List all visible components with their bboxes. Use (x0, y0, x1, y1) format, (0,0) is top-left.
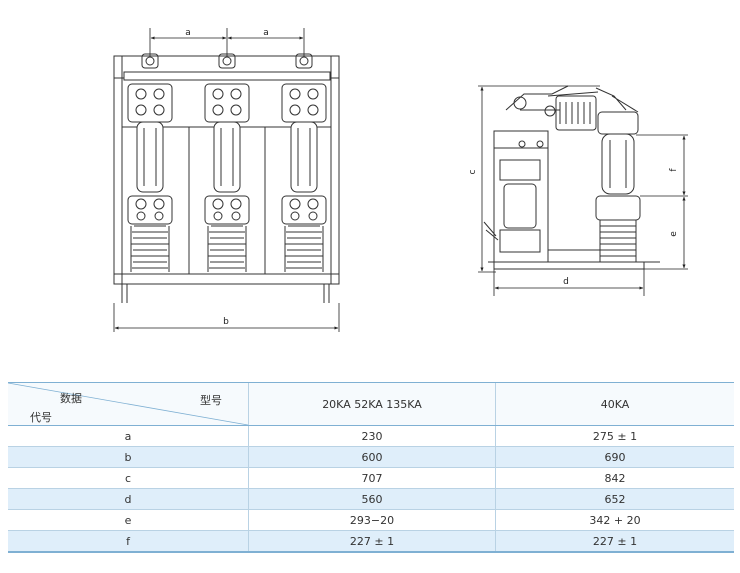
front-dimension-b: b (113, 303, 340, 332)
header-col-20-52-135ka: 20KA 52KA 135KA (248, 382, 496, 426)
header-corner-cell: 数据 代号 型号 (8, 382, 249, 426)
row-value-1: 293−20 (248, 509, 496, 531)
row-code: c (8, 467, 249, 489)
row-code: a (8, 425, 249, 447)
row-value-2: 227 ± 1 (495, 530, 734, 553)
row-code: b (8, 446, 249, 468)
dimension-table: 数据 代号 型号 20KA 52KA 135KA 40KA a 230 275 … (8, 382, 734, 553)
dim-label-a-left: a (185, 28, 191, 38)
table-row: f 227 ± 1 227 ± 1 (8, 530, 734, 553)
side-dimension-d: d (493, 269, 645, 296)
row-value-2: 275 ± 1 (495, 425, 734, 447)
dim-label-a-right: a (263, 28, 269, 38)
technical-drawings: a a b (113, 28, 688, 332)
row-value-1: 707 (248, 467, 496, 489)
corner-diagonal (8, 383, 248, 425)
dim-label-f: f (669, 168, 679, 172)
table-row: d 560 652 (8, 488, 734, 510)
row-value-1: 560 (248, 488, 496, 510)
row-value-2: 652 (495, 488, 734, 510)
pole-1 (127, 53, 173, 272)
row-value-2: 842 (495, 467, 734, 489)
row-value-2: 690 (495, 446, 734, 468)
row-code: d (8, 488, 249, 510)
row-value-2: 342 + 20 (495, 509, 734, 531)
header-data-label: 数据 (60, 392, 82, 405)
front-dimension-a: a a (149, 28, 305, 56)
side-dimension-f-e: f e (636, 134, 688, 270)
pole-3 (281, 53, 327, 272)
row-code: f (8, 530, 249, 553)
row-value-1: 230 (248, 425, 496, 447)
table-row: b 600 690 (8, 446, 734, 468)
table-header-row: 数据 代号 型号 20KA 52KA 135KA 40KA (8, 382, 734, 426)
dim-label-d: d (563, 277, 569, 287)
dim-label-b: b (223, 317, 229, 327)
row-code: e (8, 509, 249, 531)
dim-label-e: e (669, 231, 679, 237)
side-view-drawing (483, 85, 660, 270)
table-row: e 293−20 342 + 20 (8, 509, 734, 531)
header-col-40ka: 40KA (495, 382, 734, 426)
row-value-1: 600 (248, 446, 496, 468)
side-dimension-c: c (468, 85, 600, 273)
dim-label-c: c (468, 169, 478, 174)
header-model-label: 型号 (200, 394, 222, 407)
pole-2 (204, 53, 250, 272)
row-value-1: 227 ± 1 (248, 530, 496, 553)
table-row: a 230 275 ± 1 (8, 425, 734, 447)
table-row: c 707 842 (8, 467, 734, 489)
header-code-label: 代号 (30, 411, 52, 424)
